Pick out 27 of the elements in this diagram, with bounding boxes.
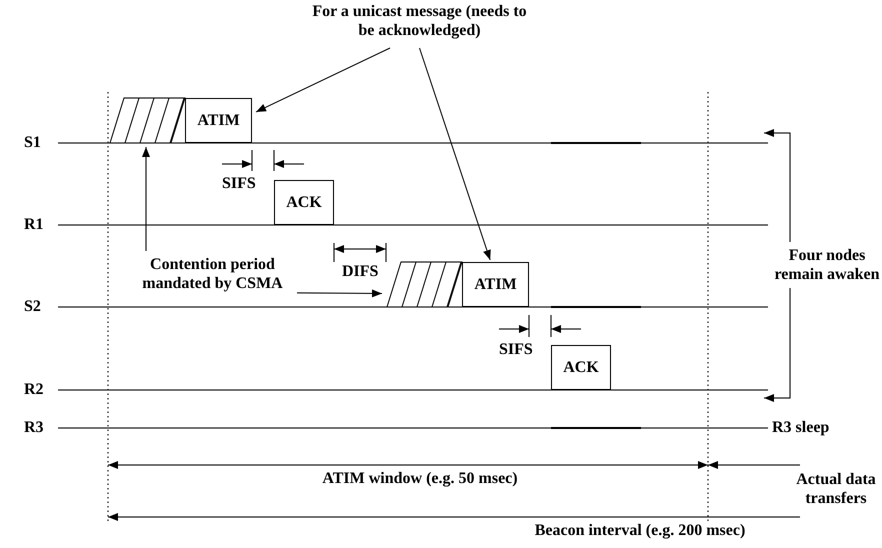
frame-box: ACK (551, 345, 611, 390)
arrow (142, 146, 150, 252)
annotation-text: For a unicast message (needs to be acknowledged) (312, 0, 527, 42)
interval-label: DIFS (342, 262, 378, 281)
lane-label: R1 (24, 215, 44, 234)
arrow (256, 48, 391, 112)
interval-label: SIFS (499, 340, 533, 359)
frame-box: ATIM (185, 98, 252, 143)
dimension-label: Actual data transfers (795, 470, 877, 508)
annotation-text: Four nodes remain awaken (772, 244, 882, 286)
bracket-arrow (764, 129, 791, 242)
annotation-text: Contention period mandated by CSMA (130, 253, 295, 295)
lane-label: S1 (24, 133, 41, 152)
dimension-label: Beacon interval (e.g. 200 msec) (534, 521, 746, 540)
lane-label: S2 (24, 297, 41, 316)
lane-label: R3 (24, 418, 44, 437)
arrow (419, 48, 491, 260)
contention-slot (110, 98, 185, 143)
state-label: R3 sleep (772, 418, 830, 437)
interval-label: SIFS (222, 174, 256, 193)
bracket-arrow (764, 288, 791, 402)
arrow (296, 289, 382, 298)
frame-box: ACK (274, 180, 334, 225)
dimension-label: ATIM window (e.g. 50 msec) (321, 469, 519, 488)
lane-label: R2 (24, 380, 44, 399)
contention-slot (387, 262, 462, 307)
frame-box: ATIM (462, 262, 529, 307)
